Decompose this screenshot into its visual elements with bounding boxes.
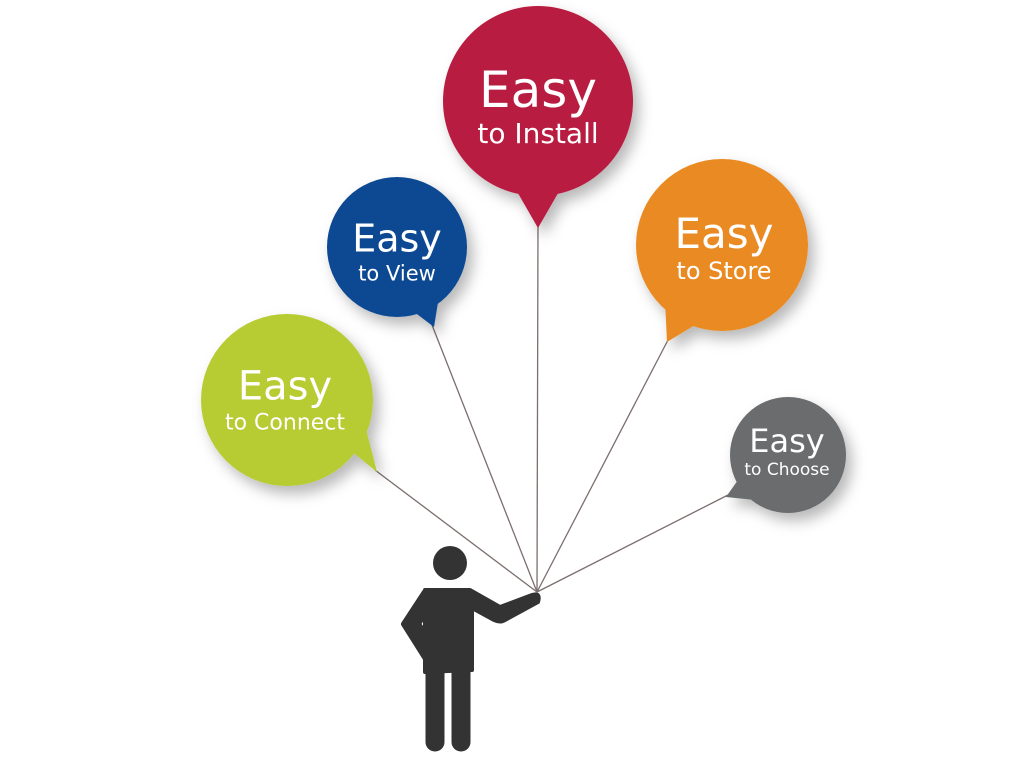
balloon-install — [443, 6, 633, 228]
balloon-choose-label: Easy to Choose — [744, 421, 830, 480]
person-icon — [401, 546, 541, 752]
install-subtitle: to Install — [477, 116, 599, 150]
store-subtitle: to Store — [676, 256, 772, 285]
choose-subtitle: to Choose — [744, 459, 830, 480]
connect-subtitle: to Connect — [224, 410, 346, 436]
balloon-store-label: Easy to Store — [674, 208, 774, 285]
string-view — [431, 324, 538, 593]
balloon-view-label: Easy to View — [352, 216, 442, 286]
string-choose — [536, 494, 729, 593]
view-title: Easy — [352, 216, 442, 261]
balloon-choose — [726, 397, 846, 513]
string-store — [536, 339, 669, 593]
balloon-strings — [374, 224, 729, 593]
person-head — [433, 546, 467, 580]
string-connect — [374, 469, 538, 593]
balloon-view — [327, 177, 467, 327]
choose-title: Easy — [749, 421, 825, 460]
install-title: Easy — [479, 61, 597, 120]
balloon-store — [636, 159, 808, 342]
store-title: Easy — [674, 208, 774, 258]
balloon-connect — [201, 314, 377, 486]
connect-title: Easy — [237, 363, 333, 410]
balloon-install-label: Easy to Install — [477, 64, 598, 148]
view-subtitle: to View — [358, 261, 436, 286]
balloon-connect-label: Easy to Connect — [225, 365, 345, 434]
string-install — [536, 224, 539, 593]
